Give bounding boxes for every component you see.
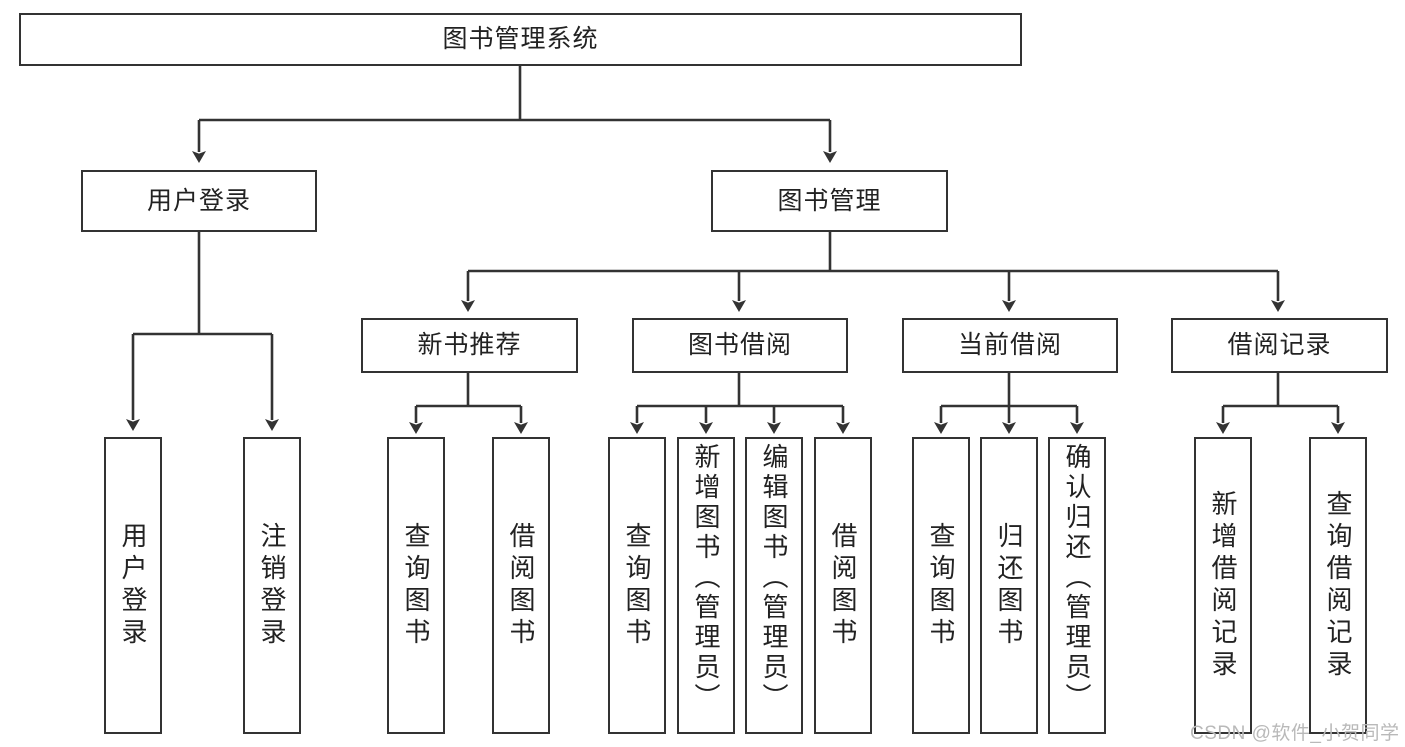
node-leaf-query-book-2[interactable]: 查询图书 — [608, 437, 666, 734]
node-leaf-query-book-1[interactable]: 查询图书 — [387, 437, 445, 734]
node-book-management-label: 图书管理 — [777, 186, 882, 215]
node-new-book-recommend[interactable]: 新书推荐 — [361, 318, 578, 373]
node-book-borrow[interactable]: 图书借阅 — [632, 318, 848, 373]
node-leaf-add-record[interactable]: 新增借阅记录 — [1194, 437, 1252, 734]
node-new-book-recommend-label: 新书推荐 — [417, 331, 522, 359]
node-leaf-edit-book-label: 编辑图书（管理员） — [759, 443, 789, 713]
node-leaf-return-book-label: 归还图书 — [994, 521, 1024, 650]
node-leaf-borrow-book-1-label: 借阅图书 — [506, 521, 536, 650]
node-leaf-user-logout-label: 注销登录 — [257, 521, 287, 650]
node-borrow-record-label: 借阅记录 — [1227, 331, 1332, 359]
node-leaf-confirm-return[interactable]: 确认归还（管理员） — [1048, 437, 1106, 734]
node-leaf-query-book-3-label: 查询图书 — [926, 521, 956, 650]
node-leaf-add-book-label: 新增图书（管理员） — [691, 443, 721, 713]
node-leaf-user-login[interactable]: 用户登录 — [104, 437, 162, 734]
node-leaf-return-book[interactable]: 归还图书 — [980, 437, 1038, 734]
node-leaf-borrow-book-2-label: 借阅图书 — [828, 521, 858, 650]
node-root-system-label: 图书管理系统 — [442, 25, 599, 53]
node-current-borrow-label: 当前借阅 — [957, 331, 1062, 359]
node-root-system[interactable]: 图书管理系统 — [19, 13, 1022, 66]
node-user-login[interactable]: 用户登录 — [81, 170, 317, 232]
node-leaf-query-record-label: 查询借阅记录 — [1323, 489, 1353, 682]
csdn-watermark: CSDN @软件_小贺同学 — [1190, 723, 1400, 744]
node-leaf-borrow-book-1[interactable]: 借阅图书 — [492, 437, 550, 734]
node-leaf-query-record[interactable]: 查询借阅记录 — [1309, 437, 1367, 734]
node-leaf-edit-book[interactable]: 编辑图书（管理员） — [745, 437, 803, 734]
node-book-management[interactable]: 图书管理 — [711, 170, 948, 232]
node-book-borrow-label: 图书借阅 — [687, 331, 792, 359]
node-leaf-add-book[interactable]: 新增图书（管理员） — [677, 437, 735, 734]
node-leaf-add-record-label: 新增借阅记录 — [1208, 489, 1238, 682]
node-leaf-user-logout[interactable]: 注销登录 — [243, 437, 301, 734]
node-leaf-borrow-book-2[interactable]: 借阅图书 — [814, 437, 872, 734]
node-leaf-user-login-label: 用户登录 — [118, 521, 148, 650]
node-leaf-confirm-return-label: 确认归还（管理员） — [1062, 443, 1092, 713]
node-borrow-record[interactable]: 借阅记录 — [1171, 318, 1388, 373]
node-user-login-label: 用户登录 — [146, 186, 251, 215]
node-leaf-query-book-2-label: 查询图书 — [622, 521, 652, 650]
node-leaf-query-book-3[interactable]: 查询图书 — [912, 437, 970, 734]
node-current-borrow[interactable]: 当前借阅 — [902, 318, 1118, 373]
node-leaf-query-book-1-label: 查询图书 — [401, 521, 431, 650]
